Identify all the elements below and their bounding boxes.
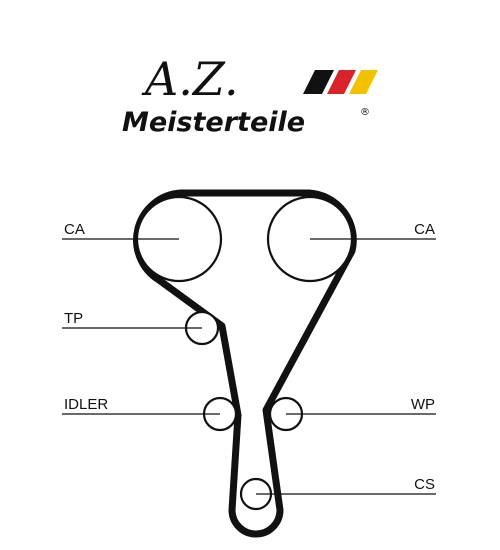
label-idler: IDLER (64, 396, 108, 413)
brand-name: Meisterteile (122, 107, 305, 138)
label-wp: WP (411, 396, 435, 413)
flag-stripe-gold (349, 70, 378, 94)
label-ca-left: CA (64, 221, 85, 238)
flag-stripe-black (303, 70, 334, 94)
label-cs: CS (414, 476, 435, 493)
flag-stripe-red (327, 70, 356, 94)
label-ca-right: CA (414, 221, 435, 238)
flag-stripes-icon (303, 70, 378, 94)
brand-script-mark: A.Z. (141, 52, 239, 106)
registered-mark: ® (360, 107, 370, 118)
label-tp: TP (64, 310, 83, 327)
brand-logo: A.Z. Meisterteile ® (122, 52, 378, 138)
